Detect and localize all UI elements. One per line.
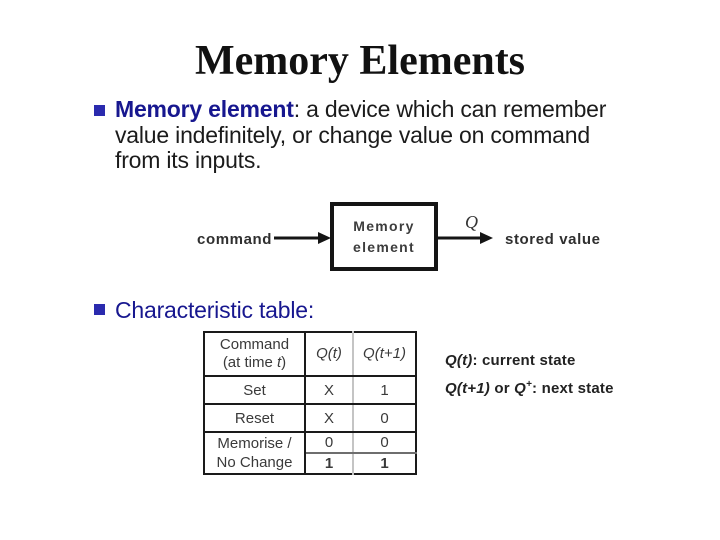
table-header-qt: Q(t) xyxy=(305,332,354,377)
table-header-qt1: Q(t+1) xyxy=(353,332,416,377)
memory-element-definition: Memory element: a device which can remem… xyxy=(115,96,695,174)
table-cell-memorise: Memorise / No Change xyxy=(204,432,306,474)
characteristic-table: Command (at time t) Q(t) Q(t+1) Set X 1 … xyxy=(203,331,417,475)
memory-box-line2: element xyxy=(352,238,415,255)
diagram-output-label: stored value xyxy=(505,231,601,248)
table-cell-qt: X xyxy=(305,376,354,405)
bullet-square-icon xyxy=(94,105,105,116)
note-qplus: Q xyxy=(514,380,526,397)
diagram-q-signal: Q xyxy=(465,212,478,232)
note-qt: Q(t) xyxy=(445,352,473,369)
table-cell-command: Reset xyxy=(204,404,306,433)
table-cell-qt: 1 xyxy=(305,453,354,474)
note-qplus-sup: + xyxy=(525,379,533,390)
page-title: Memory Elements xyxy=(194,38,526,84)
bullet-square-icon xyxy=(94,304,105,315)
definition-lead: Memory element xyxy=(115,96,294,122)
note-line1-rest: : current state xyxy=(472,352,576,369)
memory-box-line1: Memory xyxy=(353,217,415,234)
table-cell-qt1: 1 xyxy=(353,376,416,405)
note-line2-mid: or xyxy=(489,380,515,397)
definition-line1: : a device which can remember xyxy=(293,96,607,122)
table-header-command: Command (at time t) xyxy=(204,332,306,377)
note-line2-rest: : next state xyxy=(532,380,614,397)
table-cell-qt1: 0 xyxy=(353,432,416,454)
definition-line3: from its inputs. xyxy=(115,147,262,173)
state-notes: Q(t): current state Q(t+1) or Q+: next s… xyxy=(445,349,614,401)
note-qt1: Q(t+1) xyxy=(445,380,490,397)
table-cell-qt1: 1 xyxy=(380,455,389,472)
arrow-right-icon xyxy=(438,231,494,245)
memory-element-box: Memory element xyxy=(330,202,438,271)
definition-line2: value indefinitely, or change value on c… xyxy=(115,121,590,148)
arrow-right-icon xyxy=(274,231,332,245)
table-cell-qt: 0 xyxy=(305,432,354,454)
table-cell-qt1: 0 xyxy=(353,404,416,433)
table-cell-command: Set xyxy=(204,376,306,405)
diagram-input-label: command xyxy=(197,231,273,248)
characteristic-table-label: Characteristic table: xyxy=(115,297,315,323)
table-cell-qt: X xyxy=(305,404,354,433)
